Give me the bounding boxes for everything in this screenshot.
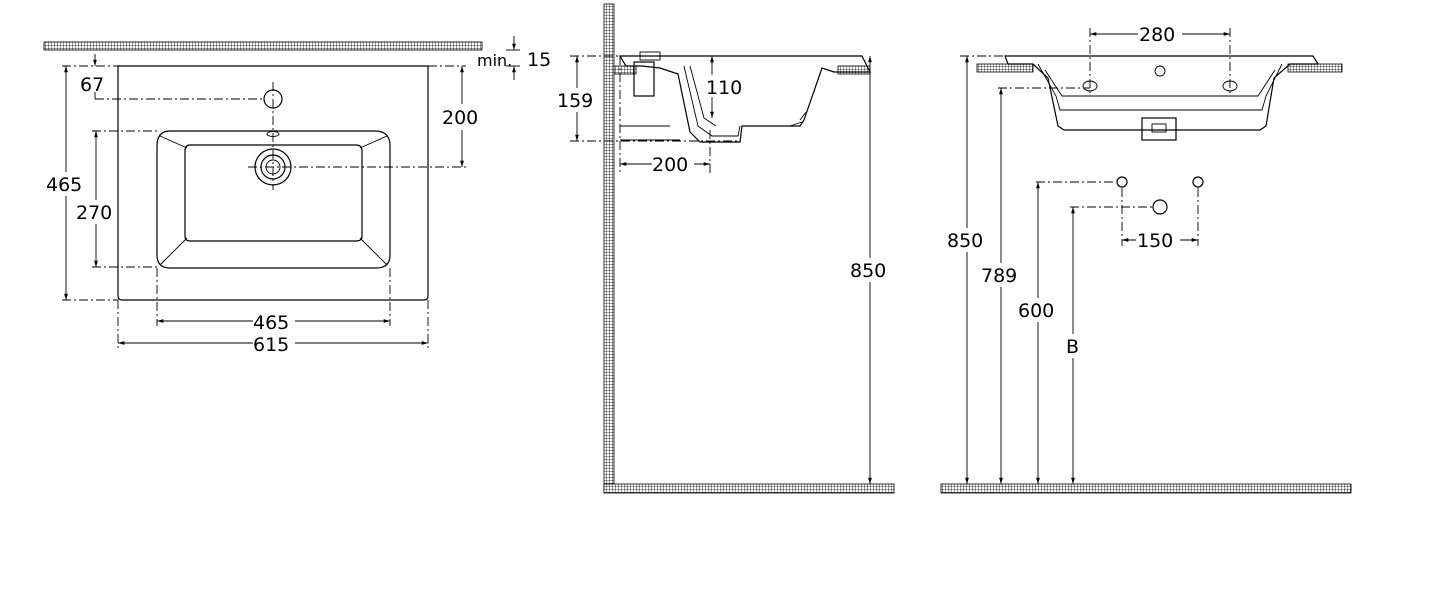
basin-profile bbox=[618, 55, 871, 143]
dim-waste-height: B bbox=[1066, 336, 1079, 358]
dim-wall-gap-label: min. bbox=[477, 51, 512, 70]
basin-outline bbox=[117, 65, 429, 301]
floor-hatch-side bbox=[603, 483, 895, 494]
dim-floor-to-underside: 789 bbox=[981, 265, 1017, 287]
dim-supply-height: 600 bbox=[1018, 300, 1054, 322]
top-view: 67 200 465 270 465 615 min. 15 bbox=[43, 36, 551, 356]
dim-overall-width: 615 bbox=[253, 334, 289, 356]
dim-overall-depth: 465 bbox=[46, 174, 82, 196]
front-view: 280 850 789 600 B 150 bbox=[940, 23, 1352, 494]
wall-hatch-top bbox=[43, 41, 483, 51]
counter-hatch-side-left bbox=[613, 65, 637, 75]
counter-hatch-front-right bbox=[1287, 63, 1343, 73]
dim-basin-height: 159 bbox=[557, 90, 593, 112]
dim-floor-to-top-front: 850 bbox=[947, 230, 983, 252]
supply-left bbox=[1116, 176, 1128, 188]
dim-bowl-inner: 110 bbox=[706, 77, 742, 99]
dim-bowl-depth: 270 bbox=[76, 202, 112, 224]
dim-supply-spacing: 150 bbox=[1137, 230, 1173, 252]
wall-hatch-side bbox=[603, 3, 615, 492]
dim-floor-to-top-side: 850 bbox=[850, 260, 886, 282]
counter-hatch-side-right bbox=[837, 65, 871, 75]
side-view: 159 110 200 850 bbox=[557, 3, 895, 494]
dim-bowl-width: 465 bbox=[253, 312, 289, 334]
dim-tap-spacing: 280 bbox=[1139, 24, 1175, 46]
floor-hatch-front bbox=[940, 483, 1352, 494]
bowl-outer bbox=[156, 130, 391, 269]
dim-wall-gap-value: 15 bbox=[527, 49, 551, 71]
counter-hatch-front-left bbox=[976, 63, 1034, 73]
supply-right bbox=[1192, 176, 1204, 188]
dim-hole-offset: 67 bbox=[80, 74, 104, 96]
bowl-inner bbox=[184, 144, 363, 242]
basin-front bbox=[1004, 55, 1320, 131]
dim-wall-to-waste: 200 bbox=[652, 154, 688, 176]
waste-point bbox=[1152, 199, 1168, 215]
dim-hole-to-drain: 200 bbox=[442, 107, 478, 129]
